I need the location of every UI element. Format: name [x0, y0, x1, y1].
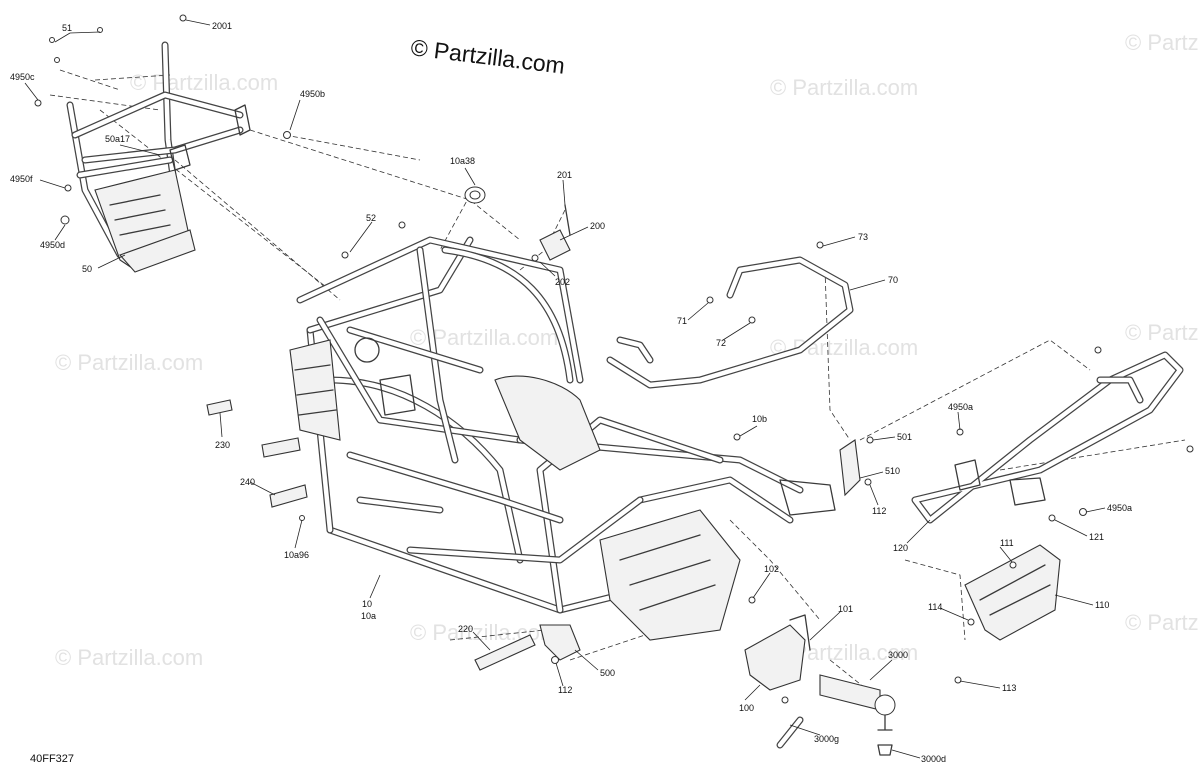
watermark: © Partzilla.com	[55, 350, 203, 375]
part-100-hitch-bracket	[744, 614, 811, 691]
callout-51: 51	[62, 23, 72, 33]
callout-10: 10	[362, 599, 372, 609]
callout-230: 230	[215, 440, 230, 450]
callout-501: 501	[897, 432, 912, 442]
callout-121: 121	[1089, 532, 1104, 542]
watermark: © Partzilla.com	[1125, 320, 1200, 345]
copyright-text: © Partzilla.com	[409, 34, 566, 79]
callout-220: 220	[458, 624, 473, 634]
callout-52: 52	[366, 213, 376, 223]
callout-4950b: 4950b	[300, 89, 325, 99]
callout-101: 101	[838, 604, 853, 614]
callout-114: 114	[928, 602, 942, 612]
callout-4950a: 4950a	[1107, 503, 1132, 513]
callout-202: 202	[555, 277, 570, 287]
callout-240: 240	[240, 477, 255, 487]
part-70-bumper	[606, 256, 854, 389]
watermark: © Partzilla.com	[55, 645, 203, 670]
watermark: © Partzilla.com	[770, 335, 918, 360]
callout-71: 71	[677, 316, 687, 326]
callout-4950a: 4950a	[948, 402, 973, 412]
callout-510: 510	[885, 466, 900, 476]
callout-73: 73	[858, 232, 868, 242]
part-10-main-frame	[289, 236, 836, 641]
callout-120: 120	[893, 543, 908, 553]
callout-10a38: 10a38	[450, 156, 475, 166]
parts-220-500	[474, 624, 581, 671]
callout-50: 50	[82, 264, 92, 274]
callout-4950c: 4950c	[10, 72, 35, 82]
callout-500: 500	[600, 668, 615, 678]
callout-110: 110	[1095, 600, 1109, 610]
watermark: © Partzilla.com	[130, 70, 278, 95]
fasteners	[34, 14, 1194, 704]
part-110-bracket	[964, 544, 1061, 641]
callout-102: 102	[764, 564, 779, 574]
watermark: © Partzilla.com	[770, 75, 918, 100]
parts-230-240	[206, 399, 308, 508]
parts-501-510	[839, 439, 861, 497]
callout-111: 111	[1000, 538, 1014, 548]
callout-201: 201	[557, 170, 572, 180]
callout-3000: 3000	[888, 650, 908, 660]
callout-4950f: 4950f	[10, 174, 33, 184]
callout-112: 112	[558, 685, 572, 695]
callout-labels: 2001 51 4950c 4950b 50a17 4950f 4950d 50…	[10, 21, 1132, 764]
callout-113: 113	[1002, 683, 1016, 693]
watermark: © Partzilla.com	[1125, 610, 1200, 635]
watermark: © Partzilla.com	[1125, 30, 1200, 55]
callout-leaders	[24, 19, 1106, 759]
callout-112: 112	[872, 506, 886, 516]
callout-70: 70	[888, 275, 898, 285]
callout-10b: 10b	[752, 414, 767, 424]
callout-50a17: 50a17	[105, 134, 130, 144]
callout-2001: 2001	[212, 21, 232, 31]
callout-10a: 10a	[361, 611, 376, 621]
callout-200: 200	[590, 221, 605, 231]
watermark: © Partzilla.com	[410, 620, 558, 645]
callout-4950d: 4950d	[40, 240, 65, 250]
diagram-code: 40FF327	[30, 753, 74, 765]
part-120-rear-bumper	[911, 351, 1184, 524]
parts-200-10a38	[464, 186, 571, 261]
callout-3000d: 3000d	[921, 754, 946, 764]
callout-100: 100	[739, 703, 754, 713]
part-3000-hitch	[776, 674, 896, 756]
callout-10a96: 10a96	[284, 550, 309, 560]
callout-3000g: 3000g	[814, 734, 839, 744]
callout-72: 72	[716, 338, 726, 348]
part-50-rollbar	[66, 41, 251, 273]
